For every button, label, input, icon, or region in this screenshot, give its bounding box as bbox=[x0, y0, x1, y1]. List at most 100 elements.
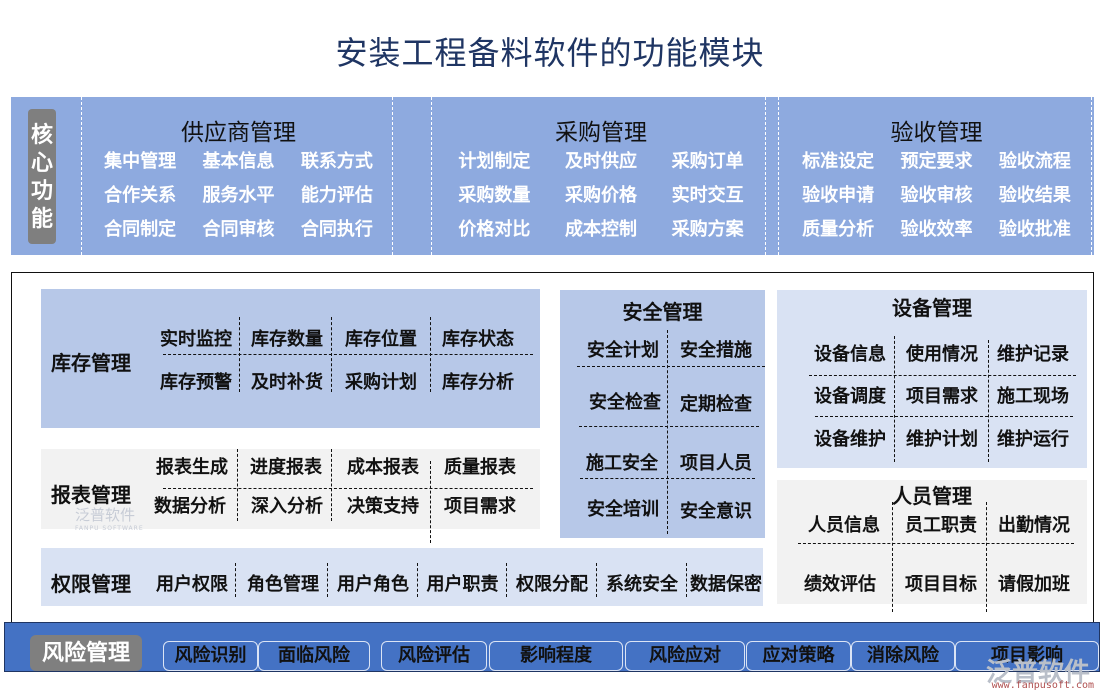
divider bbox=[765, 97, 766, 255]
risk-item: 风险应对 bbox=[625, 641, 745, 671]
acceptance-management-module: 验收管理 标准设定 预定要求 验收流程 验收申请 验收审核 验收结果 质量分析 … bbox=[789, 97, 1084, 255]
item: 维护运行 bbox=[997, 429, 1069, 450]
divider bbox=[667, 330, 668, 534]
module-item: 采购订单 bbox=[671, 151, 744, 172]
divider bbox=[1091, 97, 1092, 255]
divider bbox=[81, 97, 82, 255]
item: 维护计划 bbox=[906, 429, 978, 450]
item: 设备维护 bbox=[814, 429, 886, 450]
module-item: 合同执行 bbox=[300, 219, 373, 240]
item: 库存位置 bbox=[345, 329, 417, 350]
item: 决策支持 bbox=[347, 496, 419, 517]
item: 设备信息 bbox=[814, 344, 886, 365]
divider bbox=[163, 354, 533, 355]
item: 成本报表 bbox=[347, 457, 419, 478]
inventory-management-panel: 库存管理 实时监控 库存数量 库存位置 库存状态 库存预警 及时补货 采购计划 … bbox=[41, 289, 540, 428]
procurement-management-module: 采购管理 计划制定 及时供应 采购订单 采购数量 采购价格 实时交互 价格对比 … bbox=[441, 97, 761, 255]
module-item: 预定要求 bbox=[900, 151, 973, 172]
item: 项目需求 bbox=[906, 386, 978, 407]
page-title: 安装工程备料软件的功能模块 bbox=[335, 34, 765, 72]
item: 安全措施 bbox=[680, 340, 752, 361]
divider bbox=[815, 416, 1073, 417]
divider bbox=[986, 502, 987, 612]
item: 设备调度 bbox=[814, 386, 886, 407]
report-management-panel: 报表管理 报表生成 进度报表 成本报表 质量报表 数据分析 深入分析 决策支持 … bbox=[41, 449, 540, 543]
item: 报表生成 bbox=[156, 457, 228, 478]
item: 定期检查 bbox=[680, 394, 752, 415]
item: 权限分配 bbox=[516, 574, 588, 595]
divider bbox=[798, 543, 1074, 544]
module-item: 联系方式 bbox=[300, 151, 373, 172]
module-item: 合同制定 bbox=[104, 219, 177, 240]
item: 项目人员 bbox=[680, 453, 752, 474]
module-item: 标准设定 bbox=[802, 151, 875, 172]
core-functions-band: 核 心 功 能 供应商管理 集中管理 基本信息 联系方式 合作关系 服务水平 能… bbox=[11, 97, 1094, 255]
divider bbox=[577, 366, 765, 367]
divider bbox=[809, 375, 1076, 376]
item: 库存预警 bbox=[160, 372, 232, 393]
risk-management-tag: 风险管理 bbox=[30, 635, 142, 671]
item: 使用情况 bbox=[906, 344, 978, 365]
divider bbox=[327, 563, 328, 597]
risk-item: 项目影响 bbox=[955, 641, 1099, 671]
item: 绩效评估 bbox=[804, 574, 876, 595]
item: 实时监控 bbox=[160, 329, 232, 350]
panel-title: 安全管理 bbox=[622, 300, 703, 324]
item: 施工安全 bbox=[586, 453, 658, 474]
module-item: 采购数量 bbox=[458, 185, 531, 206]
module-item: 服务水平 bbox=[202, 185, 275, 206]
divider bbox=[239, 317, 240, 392]
divider bbox=[892, 502, 893, 612]
risk-item: 风险评估 bbox=[381, 641, 487, 671]
risk-item: 消除风险 bbox=[851, 641, 955, 671]
divider bbox=[686, 563, 687, 597]
risk-item: 影响程度 bbox=[489, 641, 623, 671]
risk-item: 应对策略 bbox=[746, 641, 851, 671]
item: 进度报表 bbox=[250, 457, 322, 478]
equipment-management-panel: 设备管理 设备信息 使用情况 维护记录 设备调度 项目需求 施工现场 设备维护 … bbox=[777, 290, 1087, 468]
module-item: 验收效率 bbox=[900, 219, 973, 240]
item: 数据分析 bbox=[154, 496, 226, 517]
item: 质量报表 bbox=[444, 457, 516, 478]
module-item: 采购方案 bbox=[671, 219, 744, 240]
item: 员工职责 bbox=[905, 515, 977, 536]
divider bbox=[163, 488, 533, 489]
risk-management-band: 风险管理 风险识别 面临风险 风险评估 影响程度 风险应对 应对策略 消除风险 … bbox=[4, 622, 1100, 672]
item: 请假加班 bbox=[998, 574, 1070, 595]
panel-title: 权限管理 bbox=[51, 572, 131, 596]
item: 系统安全 bbox=[606, 574, 678, 595]
module-item: 集中管理 bbox=[104, 151, 177, 172]
item: 出勤情况 bbox=[998, 515, 1070, 536]
risk-item: 风险识别 bbox=[163, 641, 258, 671]
item: 库存状态 bbox=[442, 329, 514, 350]
item: 用户权限 bbox=[156, 574, 228, 595]
module-item: 验收结果 bbox=[998, 185, 1071, 206]
divider bbox=[988, 340, 989, 462]
modules-frame bbox=[11, 272, 1094, 632]
item: 安全检查 bbox=[589, 392, 661, 413]
module-item: 能力评估 bbox=[300, 185, 373, 206]
divider bbox=[392, 97, 393, 255]
divider bbox=[237, 449, 238, 521]
divider bbox=[431, 97, 432, 255]
module-item: 实时交互 bbox=[671, 185, 744, 206]
divider bbox=[580, 478, 755, 479]
item: 库存数量 bbox=[251, 329, 323, 350]
item: 角色管理 bbox=[247, 574, 319, 595]
module-item: 验收批准 bbox=[998, 219, 1071, 240]
divider bbox=[235, 563, 236, 597]
divider bbox=[579, 426, 759, 427]
divider bbox=[506, 563, 507, 597]
module-item: 质量分析 bbox=[802, 219, 875, 240]
module-item: 基本信息 bbox=[202, 151, 275, 172]
permission-management-panel: 权限管理 用户权限 角色管理 用户角色 用户职责 权限分配 系统安全 数据保密 bbox=[41, 548, 763, 606]
safety-management-panel: 安全管理 安全计划 安全措施 安全检查 定期检查 施工安全 项目人员 安全培训 … bbox=[560, 290, 765, 538]
divider bbox=[417, 563, 418, 597]
item: 安全培训 bbox=[587, 499, 659, 520]
divider bbox=[331, 449, 332, 521]
module-item: 验收申请 bbox=[802, 185, 875, 206]
item: 采购计划 bbox=[345, 372, 417, 393]
panel-title: 设备管理 bbox=[892, 296, 972, 320]
module-item: 合同审核 bbox=[202, 219, 275, 240]
